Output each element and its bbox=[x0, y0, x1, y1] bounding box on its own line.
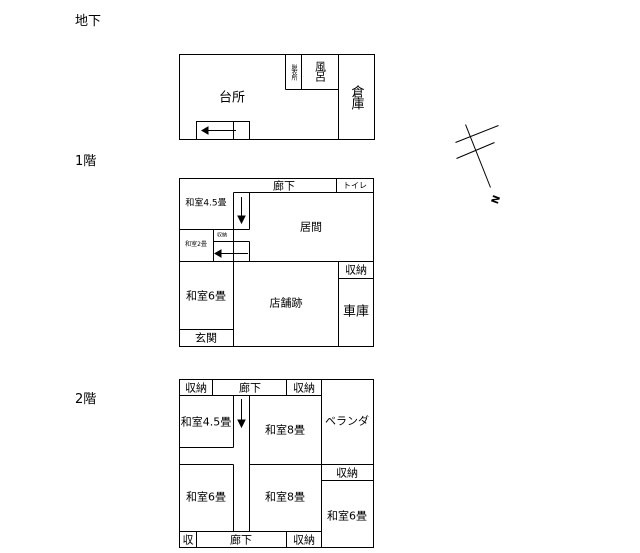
room-storage-right: 収納 bbox=[336, 466, 358, 480]
floor-label-second: 2階 bbox=[75, 392, 97, 407]
room-storage-top-left: 収納 bbox=[185, 381, 207, 395]
room-storage: 収納 bbox=[345, 263, 367, 277]
compass-cross-1 bbox=[455, 125, 499, 143]
basement-stair-box bbox=[196, 121, 250, 140]
room-storage-bottom-middle: 収納 bbox=[293, 533, 315, 547]
room-corridor-bottom: 廊下 bbox=[230, 533, 252, 547]
first-floor-outline bbox=[179, 178, 374, 347]
room-corridor-top: 廊下 bbox=[239, 381, 261, 395]
room-washitsu-2: 和室2畳 bbox=[185, 241, 207, 248]
room-dressing: 脱衣所 bbox=[290, 64, 297, 80]
room-bath: 風呂 bbox=[313, 61, 327, 81]
compass-needle bbox=[465, 124, 491, 188]
room-living: 居間 bbox=[300, 220, 322, 234]
second-floor-outline bbox=[179, 379, 374, 548]
room-corridor: 廊下 bbox=[273, 179, 295, 193]
room-storehouse: 倉庫 bbox=[348, 85, 364, 109]
room-toilet: トイレ bbox=[343, 181, 367, 190]
floor-label-basement: 地下 bbox=[75, 14, 102, 29]
room-washitsu-8-bottom: 和室8畳 bbox=[265, 490, 305, 504]
arrow-left-icon bbox=[214, 249, 222, 258]
arrow-down-icon bbox=[237, 215, 246, 225]
basement-outline bbox=[179, 54, 375, 140]
room-washitsu-4-5: 和室4.5畳 bbox=[185, 198, 227, 209]
room-veranda: ベランダ bbox=[325, 414, 369, 428]
arrow-left-icon bbox=[201, 126, 209, 135]
room-washitsu-4-5: 和室4.5畳 bbox=[180, 415, 232, 429]
room-kitchen: 台所 bbox=[218, 90, 246, 106]
room-washitsu-6-left: 和室6畳 bbox=[186, 490, 226, 504]
room-entrance: 玄関 bbox=[195, 331, 217, 345]
room-washitsu-8-top: 和室8畳 bbox=[265, 423, 305, 437]
room-garage: 車庫 bbox=[342, 304, 370, 320]
room-storage-bottom-left: 収 bbox=[182, 533, 194, 547]
room-storage-top-middle: 収納 bbox=[293, 381, 315, 395]
room-shop: 店舗跡 bbox=[269, 296, 303, 310]
arrow-down-icon bbox=[237, 419, 246, 429]
floor-label-first: 1階 bbox=[75, 154, 97, 169]
room-washitsu-6-right: 和室6畳 bbox=[327, 509, 367, 523]
compass-cross-2 bbox=[456, 142, 495, 159]
room-washitsu-6: 和室6畳 bbox=[186, 289, 226, 303]
room-small-storage: 収納 bbox=[216, 232, 228, 239]
